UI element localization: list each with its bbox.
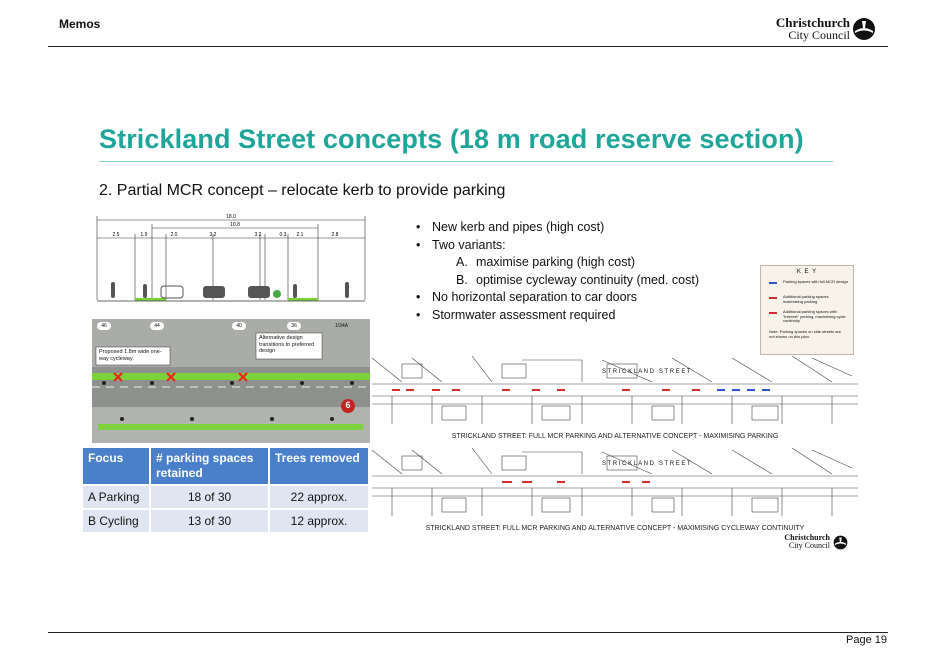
variant-letter: A.: [456, 255, 468, 270]
map-maximising-cycleway: S T R I C K L A N D S T R E E T: [371, 447, 858, 516]
key-label: Additional parking spaces with "interest…: [783, 309, 846, 324]
aerial-plan-image: 46 44 40 36 1/34A Proposed 1.8m wide one…: [92, 319, 370, 443]
lot-46: 46: [101, 323, 107, 329]
header-section-label: Memos: [59, 17, 101, 31]
bullet-list: •New kerb and pipes (high cost) •Two var…: [416, 219, 699, 325]
bullet-text: New kerb and pipes (high cost): [432, 220, 605, 234]
table-row: A Parking 18 of 30 22 approx.: [83, 484, 368, 508]
key-label: Additional parking spaces maximising par…: [783, 294, 829, 304]
key-title: K E Y: [796, 269, 818, 275]
th-focus: Focus: [83, 448, 151, 484]
cell-focus: A Parking: [83, 484, 151, 508]
slide-subtitle: 2. Partial MCR concept – relocate kerb t…: [99, 182, 506, 199]
dim-inner: 10.8: [230, 222, 240, 228]
map2-street-label: S T R I C K L A N D S T R E E T: [602, 461, 691, 467]
dim-5: 0.3: [280, 232, 287, 238]
key-swatch-red-2: [769, 312, 777, 314]
council-emblem-small-icon: [833, 535, 848, 550]
dim-total: 18.0: [226, 214, 236, 220]
road-cross-section-diagram: 18.0 10.8 2.5 1.9 2.0 3.2 3.2 0.3 2.1 2.…: [96, 214, 366, 302]
key-label: Parking spaces with full MCR design: [783, 279, 848, 284]
cell-trees: 22 approx.: [270, 484, 368, 508]
title-underline: [99, 161, 833, 162]
council-logo: Christchurch City Council: [760, 14, 880, 44]
callout-cycleway: Proposed 1.8m wide one-way cycleway: [99, 349, 162, 362]
key-note: Note: Parking spaces on side streets are…: [769, 329, 842, 339]
lot-36: 36: [291, 323, 297, 329]
bullet-text: Stormwater assessment required: [432, 307, 616, 322]
key-swatch-red: [769, 297, 777, 299]
bullet-text: Two variants:: [432, 237, 506, 252]
map1-street-label: S T R I C K L A N D S T R E E T: [602, 369, 691, 375]
lot-44: 44: [154, 323, 160, 329]
map-maximising-parking: S T R I C K L A N D S T R E E T: [371, 355, 858, 424]
variant-letter: B.: [456, 272, 468, 287]
variant-text: optimise cycleway continuity (med. cost): [476, 272, 699, 287]
dim-0: 2.5: [113, 232, 120, 238]
council-emblem-icon: [853, 18, 875, 40]
map1-caption: STRICKLAND STREET: FULL MCR PARKING AND …: [451, 433, 779, 440]
lot-34a: 1/34A: [335, 323, 349, 329]
dim-3: 3.2: [210, 232, 217, 238]
logo-line1: Christchurch: [775, 15, 850, 30]
logo-line2: City Council: [788, 28, 850, 42]
bullet-item: •Stormwater assessment required: [416, 307, 616, 322]
dim-2: 2.0: [171, 232, 178, 238]
bullet-item: •Two variants:: [416, 237, 506, 252]
cell-parking: 13 of 30: [151, 508, 270, 532]
dim-4: 3.2: [255, 232, 262, 238]
dim-7: 2.8: [332, 232, 339, 238]
comparison-table: Focus # parking spaces retained Trees re…: [83, 448, 368, 532]
dim-1: 1.9: [141, 232, 148, 238]
marker-6: 6: [345, 400, 351, 410]
page-number: Page 19: [846, 634, 887, 646]
cell-focus: B Cycling: [83, 508, 151, 532]
variant-item: A. maximise parking (high cost): [416, 254, 699, 272]
bullet-item: •No horizontal separation to car doors: [416, 290, 637, 305]
lot-40: 40: [236, 323, 242, 329]
map-key: K E Y Parking spaces with full MCR desig…: [760, 265, 854, 355]
bullet-text: No horizontal separation to car doors: [432, 290, 637, 305]
variant-text: maximise parking (high cost): [476, 255, 636, 270]
small-logo-line2: City Council: [788, 541, 830, 550]
table-row: B Cycling 13 of 30 12 approx.: [83, 508, 368, 532]
th-parking: # parking spaces retained: [151, 448, 270, 484]
map2-caption: STRICKLAND STREET: FULL MCR PARKING AND …: [425, 525, 805, 532]
small-logo-line1: Christchurch: [784, 533, 830, 542]
bullet-item: •New kerb and pipes (high cost): [416, 220, 605, 234]
header-rule: [48, 46, 888, 47]
council-logo-small: Christchurch City Council: [774, 534, 854, 554]
callout-alternative: Alternative design transitions to prefer…: [259, 335, 315, 354]
variant-item: B. optimise cycleway continuity (med. cos…: [416, 272, 699, 290]
cell-trees: 12 approx.: [270, 508, 368, 532]
slide-title: Strickland Street concepts (18 m road re…: [99, 124, 804, 154]
table-header-row: Focus # parking spaces retained Trees re…: [83, 448, 368, 484]
th-trees: Trees removed: [270, 448, 368, 484]
dim-6: 2.1: [297, 232, 304, 238]
key-swatch-blue: [769, 282, 777, 284]
cell-parking: 18 of 30: [151, 484, 270, 508]
footer-rule: [48, 632, 888, 633]
